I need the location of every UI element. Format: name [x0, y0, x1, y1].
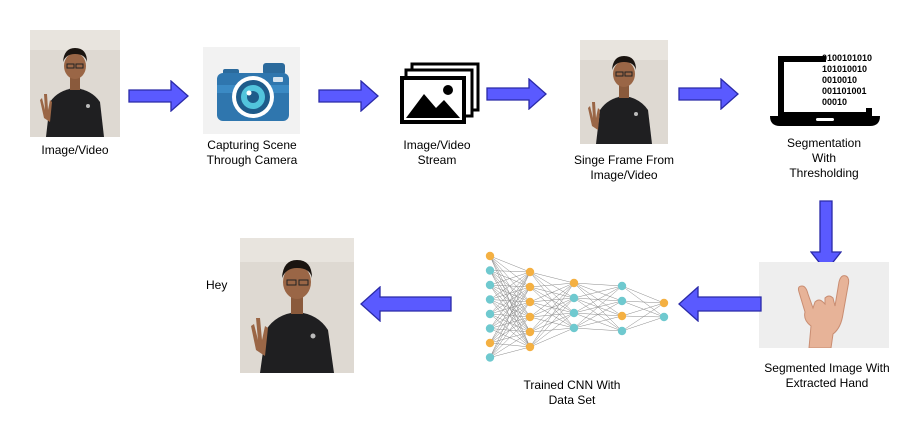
nn-connection	[489, 331, 531, 358]
nn-connection	[489, 271, 531, 315]
nn-connection	[489, 271, 531, 286]
nn-connection	[621, 285, 665, 304]
flow-arrow-right	[128, 80, 190, 112]
nn-node	[659, 298, 669, 308]
nn-node	[525, 342, 535, 352]
laptop-binary-icon: 0100101010 101010010 0010010 001101001 0…	[770, 52, 880, 128]
nn-node	[485, 295, 495, 304]
nn-node	[525, 327, 535, 337]
nn-connection	[529, 282, 575, 303]
segmentation-label: Segmentation With Thresholding	[786, 136, 862, 180]
nn-connection	[529, 282, 575, 318]
nn-node	[485, 338, 495, 348]
nn-connection	[489, 301, 531, 358]
nn-node	[569, 308, 579, 318]
nn-connection	[621, 316, 665, 332]
capture-label: Capturing Scene Through Camera	[206, 138, 298, 167]
nn-connection	[621, 302, 665, 332]
input-label: Image/Video	[41, 143, 109, 157]
image-stack-icon	[398, 62, 482, 128]
nn-node	[525, 282, 535, 292]
frame-person-photo	[580, 40, 668, 144]
nn-connection	[529, 282, 575, 288]
flow-arrow-left	[360, 286, 452, 322]
nn-connection	[489, 271, 531, 329]
nn-connection	[489, 346, 531, 358]
hand-label: Segmented Image With Extracted Hand	[764, 361, 890, 390]
nn-connection	[573, 282, 623, 287]
nn-connection	[489, 255, 531, 273]
nn-node	[617, 296, 627, 306]
nn-connection	[573, 285, 623, 299]
flow-arrow-down	[810, 200, 842, 272]
nn-connection	[529, 271, 575, 284]
nn-connection	[489, 316, 531, 358]
nn-node	[617, 326, 627, 336]
nn-node	[485, 251, 495, 261]
nn-connection	[489, 270, 531, 273]
nn-connection	[573, 300, 623, 329]
nn-node	[485, 266, 495, 275]
nn-connection	[573, 315, 623, 329]
nn-node	[485, 280, 495, 290]
nn-node	[485, 309, 495, 319]
nn-connection	[529, 282, 575, 333]
nn-connection	[621, 300, 665, 304]
nn-connection	[573, 327, 623, 332]
nn-node	[569, 323, 579, 333]
nn-node	[485, 324, 495, 333]
frame-label: Singe Frame From Image/Video	[573, 153, 675, 182]
nn-node	[617, 311, 627, 321]
nn-connection	[529, 297, 575, 348]
neural-network-icon	[476, 246, 676, 368]
flow-arrow-right	[318, 80, 380, 112]
flow-arrow-left	[678, 286, 762, 322]
nn-connection	[621, 285, 665, 318]
flow-arrow-right	[678, 78, 740, 110]
binary-text: 0100101010 101010010 0010010 001101001 0…	[822, 53, 873, 107]
output-label: Hey	[206, 278, 228, 292]
nn-connection	[489, 271, 531, 358]
nn-connection	[529, 312, 575, 348]
nn-node	[617, 281, 627, 291]
cnn-label: Trained CNN With Data Set	[523, 378, 621, 407]
input-person-photo	[30, 30, 120, 137]
nn-node	[569, 293, 579, 303]
nn-node	[525, 267, 535, 277]
nn-connection	[529, 327, 575, 348]
nn-connection	[621, 302, 665, 317]
nn-connection	[489, 271, 531, 344]
nn-node	[525, 297, 535, 307]
nn-node	[485, 353, 495, 362]
hand-photo	[759, 262, 889, 348]
stream-label: Image/Video Stream	[403, 138, 471, 167]
nn-connection	[621, 300, 665, 318]
nn-connection	[489, 271, 531, 300]
nn-connection	[573, 285, 623, 314]
nn-node	[525, 312, 535, 322]
nn-connection	[529, 282, 575, 348]
nn-node	[569, 278, 579, 288]
nn-connection	[621, 315, 665, 318]
camera-icon	[203, 47, 300, 134]
output-person-photo	[240, 238, 354, 373]
flow-arrow-right	[486, 78, 548, 110]
nn-connection	[489, 286, 531, 358]
nn-connection	[573, 285, 623, 329]
nn-node	[659, 312, 669, 322]
